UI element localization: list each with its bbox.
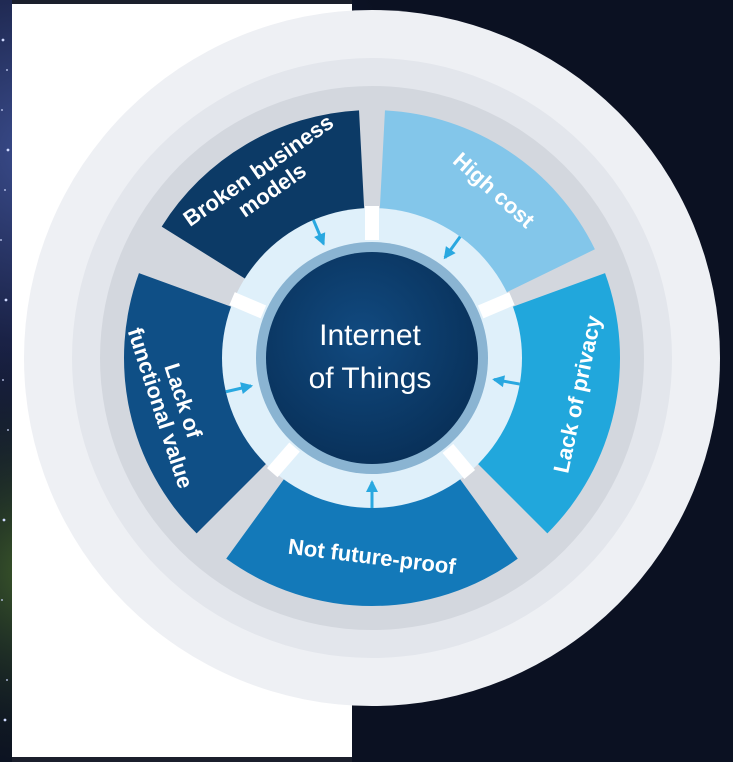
- arrow-head: [492, 375, 506, 388]
- center-title-line-1: Internet: [319, 319, 421, 352]
- inner-ring-gap: [229, 292, 267, 319]
- arrow-head: [366, 480, 378, 492]
- arrow-lack-of-privacy: [492, 375, 520, 388]
- arrows-group: [225, 219, 520, 508]
- star-dot: [4, 189, 6, 191]
- arrow-lack-of-functional-value: [225, 382, 254, 394]
- arrow-head: [314, 232, 326, 246]
- center-title-line-2: of Things: [309, 362, 432, 395]
- panel-bottom-edge: [12, 757, 352, 762]
- segment-not-future-proof: [226, 463, 518, 607]
- inner-ring-gap: [266, 442, 300, 478]
- star-dot: [6, 679, 8, 681]
- star-dot: [4, 298, 8, 302]
- star-field: [0, 38, 10, 722]
- star-dot: [1, 109, 3, 111]
- arrow-head: [443, 246, 456, 260]
- segment-broken-business-models: [161, 110, 366, 290]
- panel-top-edge: [12, 0, 352, 4]
- star-dot: [1, 38, 5, 42]
- star-dot: [3, 718, 7, 722]
- inner-ring-gap: [442, 443, 476, 479]
- arrow-broken-business-models: [312, 219, 326, 246]
- segments-group: [124, 110, 620, 607]
- star-dot: [6, 69, 8, 71]
- inner-ring-gap: [477, 292, 515, 319]
- star-dot: [2, 379, 4, 381]
- segment-high-cost: [378, 110, 595, 302]
- arrow-head: [240, 382, 254, 394]
- inner-gap-lines: [229, 206, 515, 479]
- star-dot: [1, 599, 3, 601]
- arrow-not-future-proof: [366, 480, 378, 508]
- star-dot: [2, 518, 6, 522]
- star-dot: [7, 429, 9, 431]
- star-dot: [0, 239, 2, 241]
- center-hub: [266, 252, 478, 464]
- arrow-high-cost: [443, 235, 462, 260]
- star-dot: [6, 148, 10, 152]
